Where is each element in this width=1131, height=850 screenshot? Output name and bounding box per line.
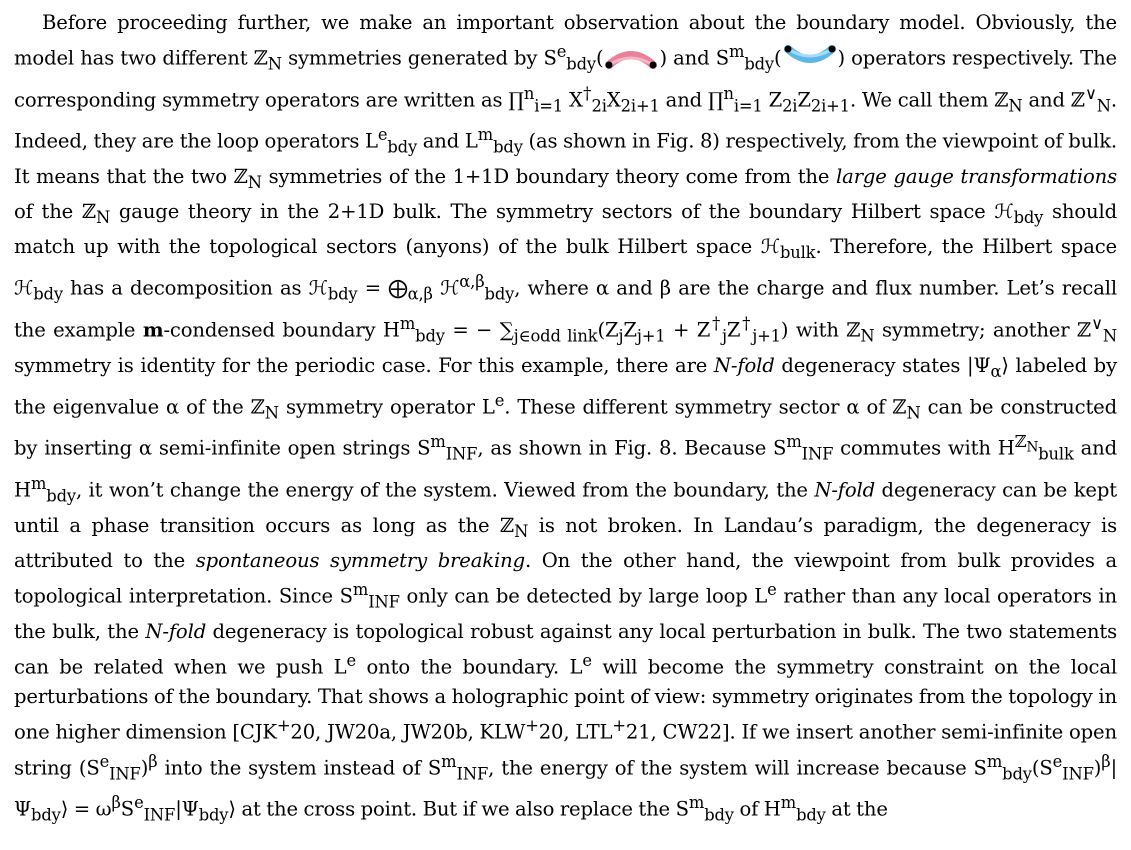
- body-paragraph: Before proceeding further, we make an im…: [14, 11, 1118, 825]
- boundary-e-operator-icon: [605, 50, 658, 69]
- boundary-m-operator-icon: [783, 44, 836, 63]
